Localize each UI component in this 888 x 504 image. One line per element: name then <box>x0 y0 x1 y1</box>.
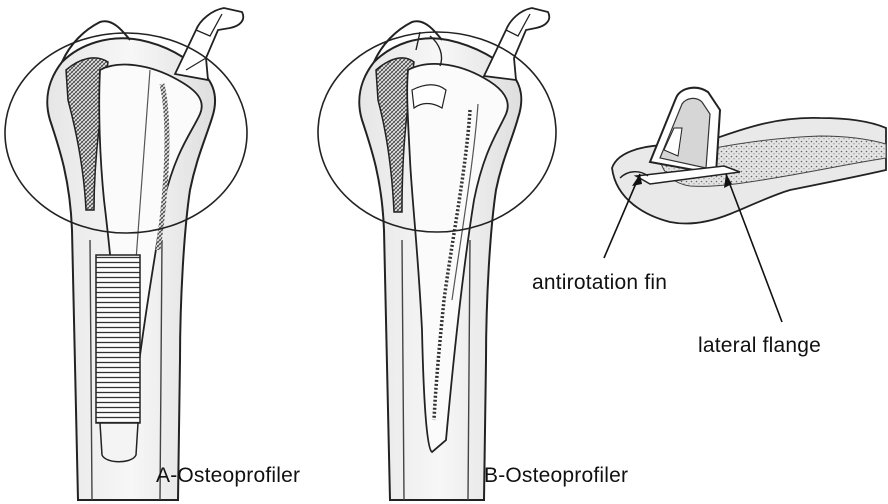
panel-b-drawing <box>318 8 556 500</box>
panel-a-caption: A-Osteoprofiler <box>156 465 300 486</box>
antirotation-fin-label: antirotation fin <box>532 272 667 293</box>
panel-a-drawing <box>5 8 247 500</box>
panel-a-trunnion <box>175 8 243 80</box>
lateral-flange-label: lateral flange <box>698 335 821 356</box>
panel-b-caption: B-Osteoprofiler <box>484 465 628 486</box>
